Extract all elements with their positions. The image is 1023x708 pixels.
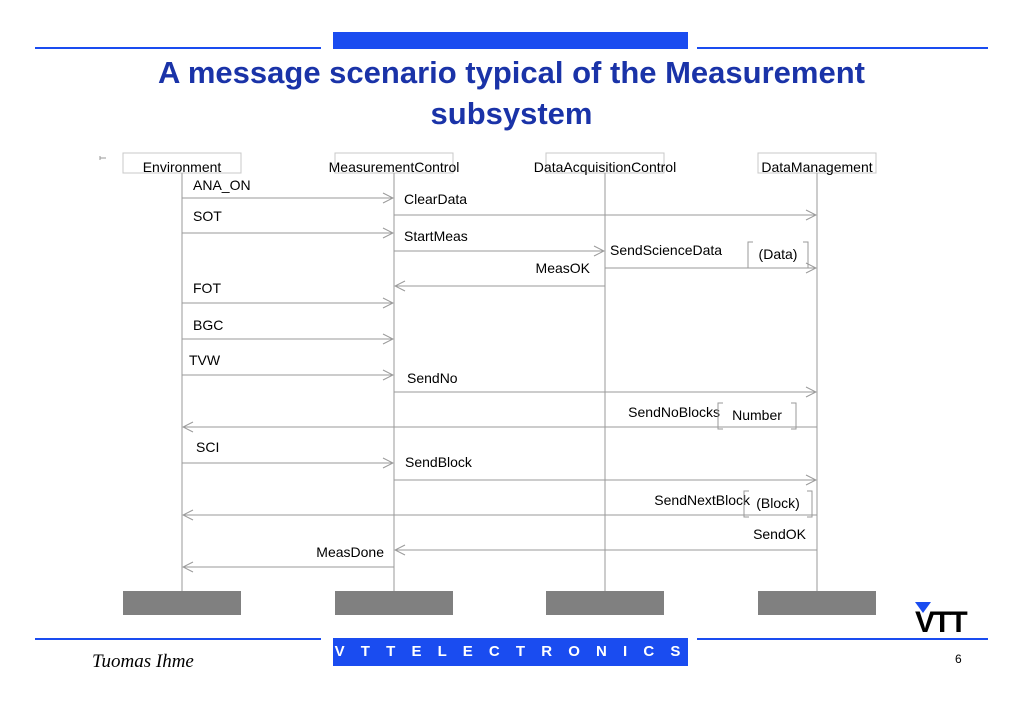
message-1: ANA_ON — [182, 177, 393, 198]
message-label: BGC — [193, 317, 223, 333]
message-10: SendNo — [394, 370, 816, 392]
lifeline-label: DataAcquisitionControl — [534, 159, 676, 175]
message-label: ClearData — [404, 191, 467, 207]
lifelines: Environment MeasurementControl DataAcquisi… — [122, 152, 877, 615]
param-bracket-left — [717, 402, 723, 430]
lifeline-end-box — [335, 591, 453, 615]
message-11: SendNoBlocks Number — [183, 402, 817, 430]
lifeline-end-box — [546, 591, 664, 615]
lifeline-mc: MeasurementControl — [329, 152, 460, 615]
message-label: SCI — [196, 439, 219, 455]
message-param: (Block) — [756, 495, 800, 511]
message-label: FOT — [193, 280, 221, 296]
param-bracket-right — [803, 241, 809, 269]
lifeline-label: DataManagement — [761, 159, 872, 175]
message-label: SendNoBlocks — [628, 404, 720, 420]
message-label: ANA_ON — [193, 177, 251, 193]
message-3: SOT — [182, 208, 393, 233]
message-label: SendNo — [407, 370, 458, 386]
header-rule-right — [697, 47, 988, 49]
message-4: StartMeas — [394, 228, 604, 251]
slide-title-line-2: subsystem — [430, 96, 593, 131]
slide-title: A message scenario typical of the Measur… — [0, 52, 1023, 134]
message-param: Number — [732, 407, 782, 423]
param-bracket-left — [743, 490, 749, 518]
vtt-logo: VTT — [915, 602, 969, 634]
message-5: SendScienceData (Data) — [605, 241, 816, 269]
lifeline-label: MeasurementControl — [329, 159, 460, 175]
message-16: MeasDone — [183, 544, 394, 567]
param-bracket-right — [807, 490, 813, 518]
message-label: SendBlock — [405, 454, 473, 470]
lifeline-env: Environment — [122, 152, 242, 615]
footer-band: V T T E L E C T R O N I C S — [333, 638, 688, 666]
message-param: (Data) — [759, 246, 798, 262]
message-label: SendNextBlock — [654, 492, 751, 508]
message-label: SendScienceData — [610, 242, 722, 258]
lifeline-end-box — [123, 591, 241, 615]
lifeline-dac: DataAcquisitionControl — [534, 152, 676, 615]
header-band — [333, 32, 688, 49]
lifeline-label: Environment — [143, 159, 222, 175]
message-6: MeasOK — [395, 260, 605, 286]
lifeline-end-box — [758, 591, 876, 615]
lifeline-dm: DataManagement — [757, 152, 877, 615]
vtt-logo-triangle — [915, 602, 931, 613]
vtt-logo-text: VTT — [915, 606, 967, 634]
param-bracket-left — [747, 241, 753, 269]
param-bracket-right — [791, 402, 797, 430]
message-2: ClearData — [394, 191, 816, 215]
message-7: FOT — [182, 280, 393, 303]
message-label: MeasOK — [536, 260, 591, 276]
message-label: SendOK — [753, 526, 807, 542]
message-label: TVW — [189, 352, 221, 368]
message-9: TVW — [182, 352, 393, 375]
message-label: MeasDone — [316, 544, 384, 560]
header-rule-left — [35, 47, 321, 49]
slide-title-line-1: A message scenario typical of the Measur… — [158, 55, 865, 90]
author-name: Tuomas Ihme — [92, 651, 194, 672]
message-label: SOT — [193, 208, 222, 224]
footer-rule-right — [697, 638, 988, 640]
page-number: 6 — [955, 652, 962, 666]
message-13: SendBlock — [394, 454, 816, 480]
footer-rule-left — [35, 638, 321, 640]
message-label: StartMeas — [404, 228, 468, 244]
message-8: BGC — [182, 317, 393, 339]
message-12: SCI — [182, 439, 393, 463]
message-14: SendNextBlock (Block) — [183, 490, 817, 518]
message-15: SendOK — [395, 526, 817, 550]
